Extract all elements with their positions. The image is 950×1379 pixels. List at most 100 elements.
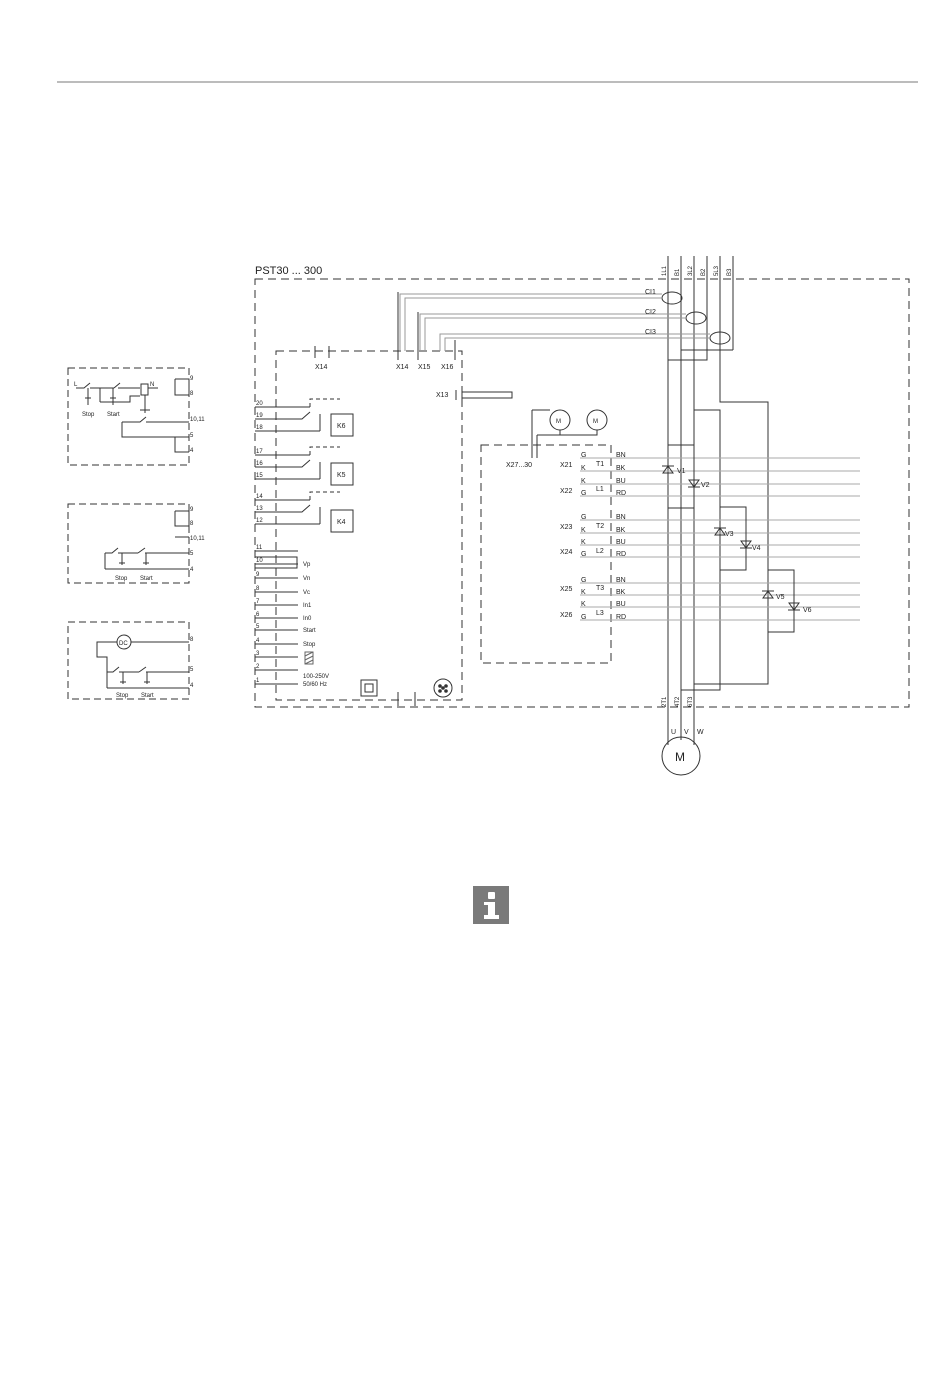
- io-terminal-label: Vc: [303, 590, 310, 596]
- wire-color-label: BU: [616, 478, 626, 485]
- rj-port-icon: [360, 679, 378, 697]
- gate-pin-label: G: [581, 577, 586, 584]
- gate-pin-label: K: [581, 478, 586, 485]
- relay-terminal-label: 18: [256, 425, 263, 431]
- v4-label: V4: [752, 545, 761, 552]
- wire-color-label: RD: [616, 551, 626, 558]
- wire-color-label: BU: [616, 601, 626, 608]
- gate-pin-label: G: [581, 614, 586, 621]
- supply-terminal-label: B2: [701, 268, 707, 276]
- main-diagram: [254, 256, 910, 776]
- x26-label: X26: [560, 612, 573, 619]
- info-icon: [473, 886, 509, 924]
- aux1-terminal-9: 9: [190, 376, 194, 382]
- wire-color-label: BN: [616, 577, 626, 584]
- aux1-start-label: Start: [107, 412, 120, 418]
- wire-color-label: BN: [616, 514, 626, 521]
- aux1-stop-label: Stop: [82, 412, 95, 418]
- gate-pin-label: K: [581, 589, 586, 596]
- relay-terminal-label: 15: [256, 473, 263, 479]
- aux3-dc-label: DC: [119, 641, 128, 647]
- route-b2: [668, 325, 708, 361]
- io-terminal-number: 6: [256, 612, 260, 618]
- relay-terminal-label: 16: [256, 461, 263, 467]
- wire-color-label: BN: [616, 452, 626, 459]
- power-module-frame: [480, 444, 612, 664]
- ci2-sensor: [685, 311, 707, 325]
- v3-label: V3: [725, 531, 734, 538]
- x14-label-a: X14: [315, 364, 328, 371]
- motor-symbol: [661, 736, 701, 776]
- supply-terminal-label: B1: [675, 268, 681, 276]
- thyristor-3: [714, 527, 726, 536]
- aux1-terminal-4: 4: [190, 448, 194, 454]
- ci1-sensor: [661, 291, 683, 305]
- output-terminal-label: 6T3: [688, 696, 694, 707]
- relay-terminal-label: 12: [256, 518, 263, 524]
- aux2-start-label: Start: [140, 576, 153, 582]
- supply-terminal-label: B3: [727, 268, 733, 276]
- aux-diagram-2: [67, 503, 190, 584]
- relay-terminal-label: 14: [256, 494, 263, 500]
- motor-phase-v: V: [684, 729, 689, 736]
- x22-label: X22: [560, 488, 573, 495]
- aux1-n-label: N: [150, 382, 154, 388]
- aux2-terminal-8: 8: [190, 521, 194, 527]
- aux2-terminal-4: 4: [190, 567, 194, 573]
- x23-label: X23: [560, 524, 573, 531]
- ci1-label: CI1: [645, 289, 656, 296]
- v5-label: V5: [776, 594, 785, 601]
- supply-terminal-label: 3L2: [688, 265, 694, 276]
- io-terminal-number: 4: [256, 638, 260, 644]
- fan-1-label: M: [556, 419, 561, 425]
- io-terminal-number: 11: [256, 545, 263, 551]
- wire-color-label: BU: [616, 539, 626, 546]
- v2-label: V2: [701, 482, 710, 489]
- supply-terminal-label: 5L3: [714, 265, 720, 276]
- aux2-terminal-10-11: 10,11: [190, 536, 205, 542]
- route-l3: [694, 344, 769, 685]
- supply-voltage-label: 100-250V: [303, 674, 329, 680]
- relay-terminal-label: 19: [256, 413, 263, 419]
- aux3-stop-label: Stop: [116, 693, 129, 699]
- io-terminal-label: In1: [303, 603, 312, 609]
- relay-label: K5: [337, 472, 346, 479]
- io-terminal-label: Start: [303, 628, 316, 634]
- softstarter-frame: [254, 278, 910, 708]
- aux1-terminal-10-11: 10,11: [190, 417, 205, 423]
- gate-pin-label: K: [581, 465, 586, 472]
- aux1-terminal-8: 8: [190, 391, 194, 397]
- thyristor-1: [662, 465, 674, 474]
- io-terminal-label: Stop: [303, 642, 316, 648]
- gate-pin-label: G: [581, 551, 586, 558]
- diagram-title: PST30 ... 300: [255, 265, 322, 277]
- gate-pin-label: G: [581, 490, 586, 497]
- ci2-label: CI2: [645, 309, 656, 316]
- aux-diagram-3: [67, 621, 190, 700]
- aux3-terminal-5: 5: [190, 667, 194, 673]
- motor-label: M: [675, 750, 685, 764]
- x14-label-b: X14: [396, 364, 409, 371]
- io-terminal-number: 3: [256, 651, 260, 657]
- aux2-stop-label: Stop: [115, 576, 128, 582]
- thyristor-5: [762, 590, 774, 599]
- io-terminal-number: 7: [256, 599, 260, 605]
- gate-lines: [580, 457, 860, 621]
- relay-label: K6: [337, 423, 346, 430]
- phase-label-t2: T2: [596, 523, 604, 530]
- io-terminal-number: 10: [256, 558, 263, 564]
- gate-pin-label: K: [581, 601, 586, 608]
- aux2-terminal-9: 9: [190, 507, 194, 513]
- io-terminal-number: 1: [256, 678, 260, 684]
- relay-label: K4: [337, 519, 346, 526]
- round-connector-icon: [433, 678, 453, 698]
- route-l2: [681, 300, 721, 691]
- wire-color-label: BK: [616, 465, 626, 472]
- v6-label: V6: [803, 607, 812, 614]
- aux1-l-label: L: [74, 382, 78, 388]
- fan-2-label: M: [593, 419, 598, 425]
- v1-label: V1: [677, 468, 686, 475]
- gate-pin-label: K: [581, 527, 586, 534]
- wire-color-label: RD: [616, 614, 626, 621]
- relay-terminal-label: 17: [256, 449, 263, 455]
